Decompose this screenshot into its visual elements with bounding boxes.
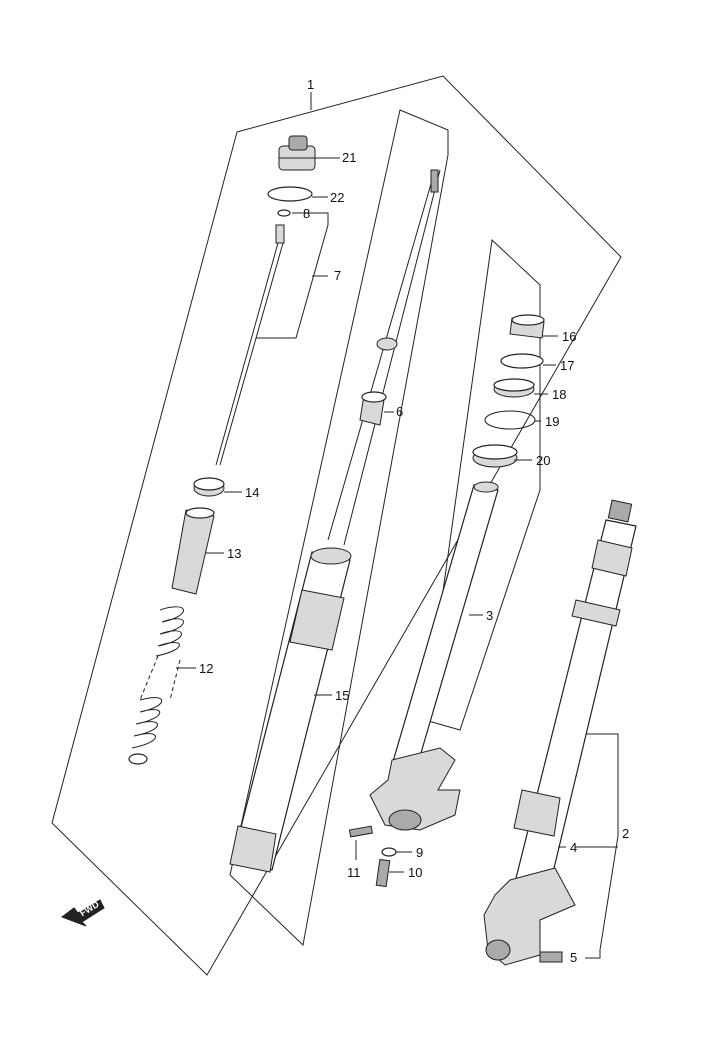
fwd-arrow-icon: FWD <box>60 899 105 927</box>
label-7: 7 <box>334 268 341 283</box>
part-18-oil-seal <box>493 378 548 398</box>
label-19: 19 <box>545 414 559 429</box>
part-8-nut <box>277 209 329 225</box>
label-12: 12 <box>199 661 213 676</box>
part-15-outer-tube <box>229 547 352 873</box>
label-2: 2 <box>622 826 629 841</box>
label-20: 20 <box>536 453 550 468</box>
part-4-fork-assembly <box>483 499 637 966</box>
part-16-bushing <box>509 314 558 339</box>
label-3: 3 <box>486 608 493 623</box>
label-4: 4 <box>570 840 577 855</box>
part-10-bolt <box>375 858 404 888</box>
label-1: 1 <box>307 77 314 92</box>
label-13: 13 <box>227 546 241 561</box>
part-19-circlip <box>484 410 541 430</box>
label-8: 8 <box>303 206 310 221</box>
label-18: 18 <box>552 387 566 402</box>
label-14: 14 <box>245 485 259 500</box>
part-6-inner-tube <box>327 169 441 546</box>
part-21-fork-cap <box>278 135 340 171</box>
part-20-dust-seal <box>472 444 532 468</box>
label-15: 15 <box>335 688 349 703</box>
label-11: 11 <box>347 865 361 880</box>
part-12-fork-spring <box>128 606 196 765</box>
part-2-bracket <box>585 733 619 959</box>
assembly-outline <box>51 75 622 976</box>
label-16: 16 <box>562 329 576 344</box>
label-17: 17 <box>560 358 574 373</box>
label-5: 5 <box>570 950 577 965</box>
part-7-damper-rod <box>215 224 329 466</box>
part-11-bolt <box>348 825 373 860</box>
label-6: 6 <box>396 404 403 419</box>
part-13-spacer <box>171 507 224 595</box>
label-9: 9 <box>416 845 423 860</box>
part-9-washer <box>381 847 412 857</box>
part-3-fork-leg <box>369 481 499 831</box>
part-14-spring-seat <box>193 477 242 497</box>
inner-panel-outline <box>229 109 449 947</box>
label-22: 22 <box>330 190 344 205</box>
part-22-o-ring <box>267 186 328 202</box>
part-17-washer <box>500 353 556 369</box>
label-21: 21 <box>342 150 356 165</box>
label-10: 10 <box>408 865 422 880</box>
